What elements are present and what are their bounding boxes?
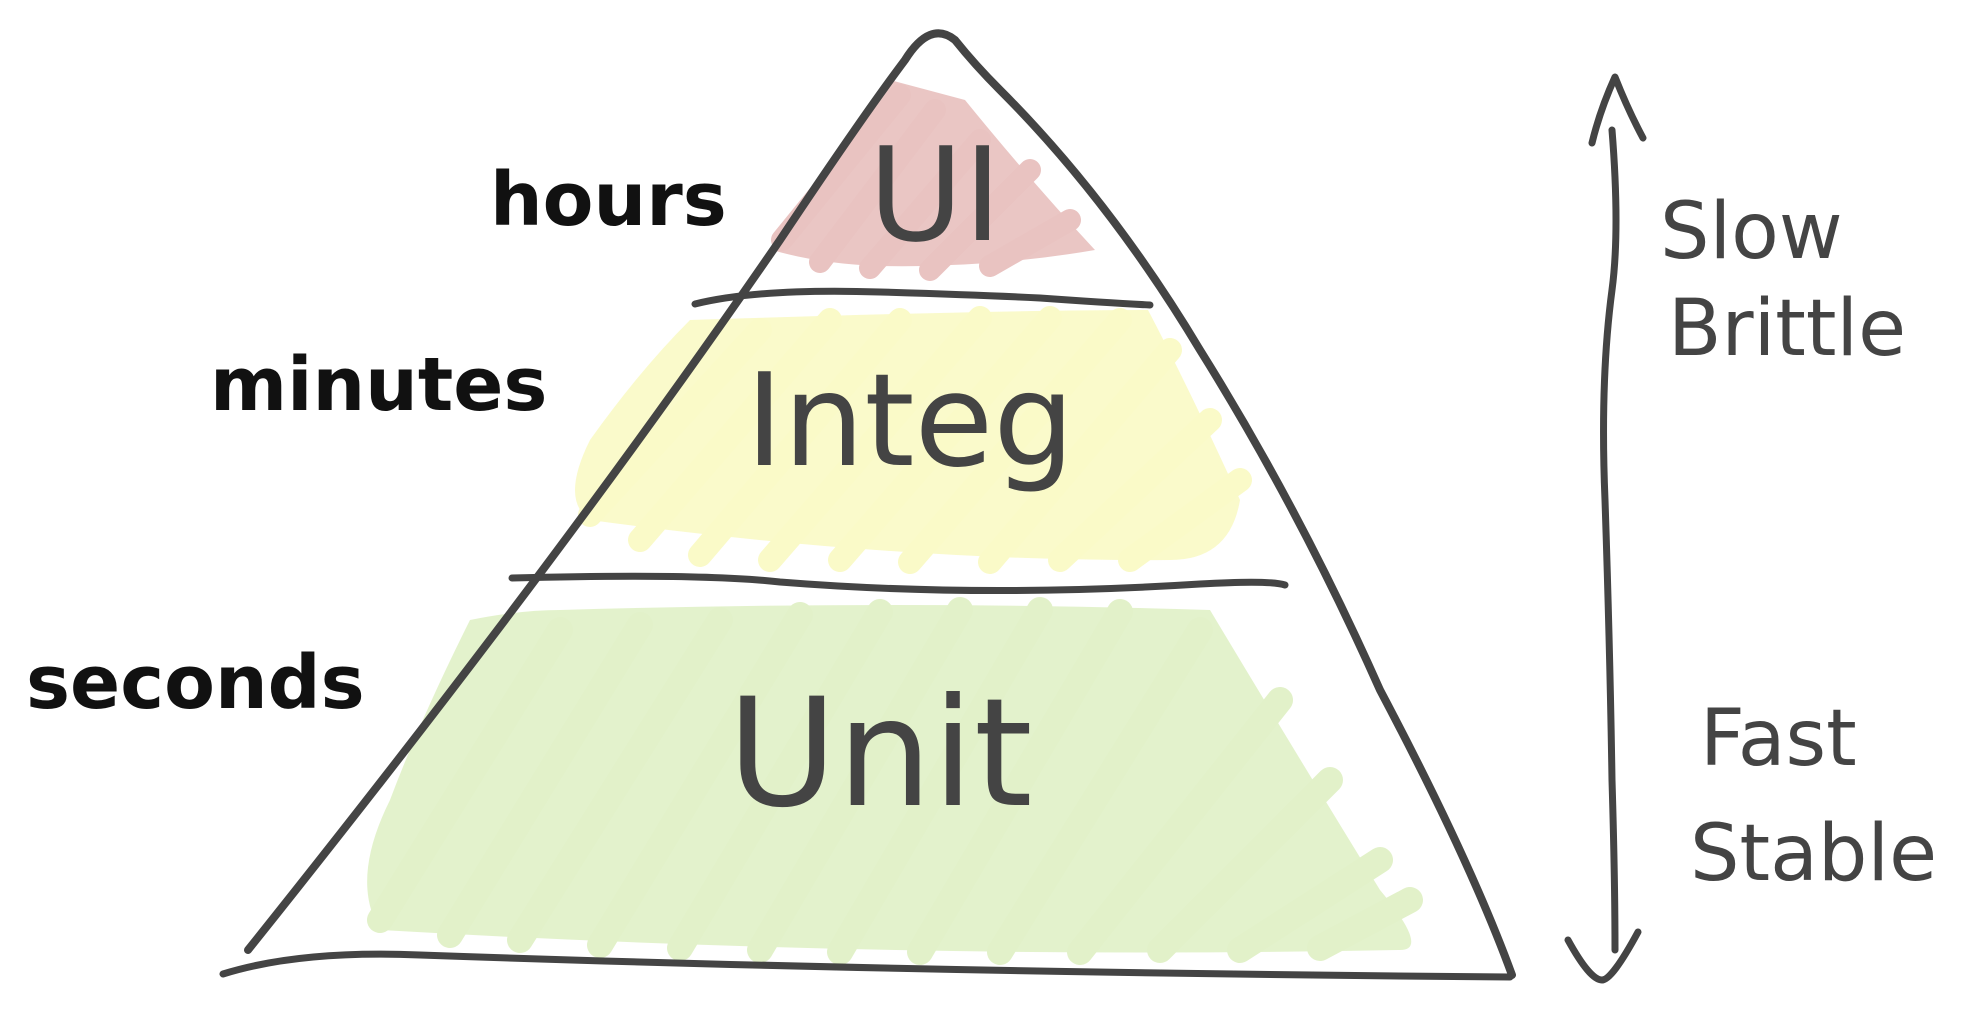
layer-fill-unit	[367, 597, 1423, 965]
time-label-hours: hours	[490, 157, 727, 243]
layer-label-ui: UI	[868, 119, 1002, 271]
arrow-up-icon	[1588, 73, 1647, 147]
time-label-seconds: seconds	[26, 640, 365, 726]
scale-label-brittle: Brittle	[1668, 284, 1906, 374]
layer-fill-ui	[771, 80, 1095, 281]
arrow-down-icon	[1564, 928, 1642, 984]
layer-label-unit: Unit	[727, 667, 1032, 841]
divider-top-middle	[691, 287, 1154, 309]
divider-middle-bottom	[508, 572, 1289, 595]
pyramid-base-line	[219, 950, 1514, 981]
scale-label-stable: Stable	[1690, 809, 1937, 899]
scale-label-slow: Slow	[1660, 187, 1843, 277]
scale-label-fast: Fast	[1700, 694, 1857, 784]
double-headed-arrow	[1564, 73, 1647, 984]
layer-label-integ: Integ	[745, 347, 1074, 496]
layer-fill-integ	[575, 306, 1252, 574]
pyramid-outline	[244, 29, 1516, 979]
time-label-minutes: minutes	[210, 342, 547, 428]
